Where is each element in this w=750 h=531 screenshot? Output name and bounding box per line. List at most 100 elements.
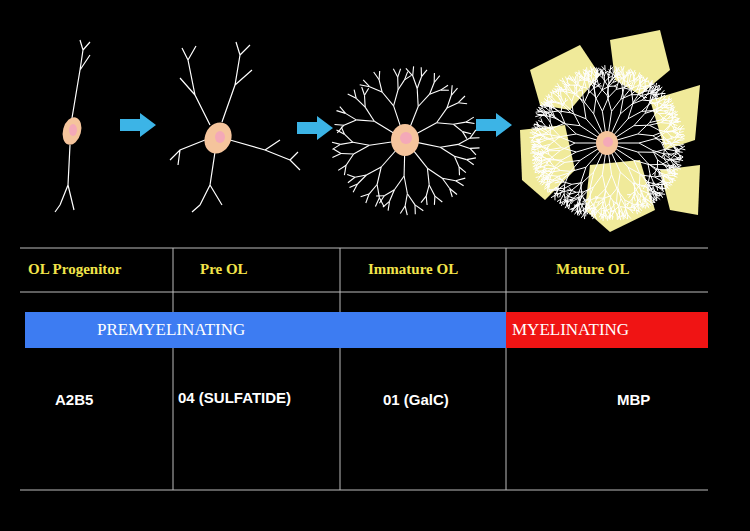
process-stroke <box>632 91 634 103</box>
process-stroke <box>536 147 542 150</box>
process-stroke <box>543 103 548 105</box>
process-stroke <box>661 95 665 97</box>
process-stroke <box>574 94 584 101</box>
process-stroke <box>658 193 661 196</box>
process-stroke <box>656 108 663 113</box>
process-stroke <box>586 88 595 97</box>
process-stroke <box>534 134 538 136</box>
process-stroke <box>670 158 676 160</box>
process-stroke <box>532 159 536 161</box>
process-stroke <box>532 146 536 147</box>
process-stroke <box>602 68 603 72</box>
process-stroke <box>670 142 676 144</box>
process-stroke <box>467 158 476 160</box>
process-stroke <box>660 182 665 184</box>
process-stroke <box>551 109 554 117</box>
process-stroke <box>579 195 582 203</box>
process-stroke <box>458 103 467 104</box>
process-stroke <box>628 83 632 91</box>
process-stroke <box>639 77 643 79</box>
process-stroke <box>602 175 606 191</box>
process-stroke <box>447 103 458 108</box>
process-stroke <box>458 144 470 148</box>
process-stroke <box>397 77 398 90</box>
process-stroke <box>539 115 543 119</box>
process-stroke <box>565 184 572 188</box>
process-stroke <box>581 183 582 195</box>
process-stroke <box>663 136 664 141</box>
process-stroke <box>332 154 341 158</box>
process-stroke <box>677 134 680 137</box>
process-stroke <box>649 123 660 126</box>
process-stroke <box>617 143 639 144</box>
process-stroke <box>640 205 644 207</box>
process-stroke <box>632 83 635 91</box>
process-stroke <box>341 142 353 144</box>
process-stroke <box>545 181 551 182</box>
process-stroke <box>675 119 678 122</box>
process-stroke <box>645 193 648 198</box>
process-stroke <box>394 176 404 190</box>
immature-ol-cell <box>332 66 480 215</box>
myelin-sheets <box>520 30 700 232</box>
process-stroke <box>670 170 674 173</box>
process-stroke <box>533 149 537 152</box>
process-stroke <box>454 156 459 167</box>
process-stroke <box>365 107 374 121</box>
process-stroke <box>544 128 553 129</box>
process-stroke <box>564 200 566 205</box>
process-stroke <box>406 68 413 76</box>
process-stroke <box>600 214 602 218</box>
process-stroke <box>451 88 457 95</box>
marker-name: 04 (SULFATIDE) <box>178 389 291 406</box>
process-stroke <box>618 190 625 200</box>
process-stroke <box>638 193 645 199</box>
process-stroke <box>658 169 667 170</box>
process-stroke <box>581 167 586 183</box>
process-stroke <box>622 85 623 97</box>
process-stroke <box>584 101 594 114</box>
process-stroke <box>565 85 570 86</box>
process-stroke <box>664 173 671 176</box>
process-stroke <box>558 173 569 177</box>
process-stroke <box>651 88 655 93</box>
process-stroke <box>661 120 669 121</box>
process-stroke <box>615 210 618 216</box>
process-stroke <box>671 136 672 140</box>
process-stroke <box>657 197 660 200</box>
process-stroke <box>619 70 622 74</box>
stage-heading: Immature OL <box>368 261 458 278</box>
process-stroke <box>575 203 579 207</box>
process-stroke <box>614 119 629 136</box>
process-stroke <box>535 154 539 157</box>
process-stroke <box>384 190 394 196</box>
process-stroke <box>558 190 563 192</box>
process-stroke <box>580 202 583 208</box>
table-lines <box>20 248 708 490</box>
process-stroke <box>677 156 681 159</box>
process-stroke <box>575 211 578 215</box>
process-stroke <box>550 98 554 102</box>
process-stroke <box>662 155 664 158</box>
process-stroke <box>426 196 428 205</box>
stage-heading: Pre OL <box>200 261 248 278</box>
marker-name: A2B5 <box>55 391 93 408</box>
process-stroke <box>414 205 415 214</box>
process-stroke <box>435 196 442 202</box>
band-label: PREMYELINATING <box>97 320 245 340</box>
process-stroke <box>536 121 538 125</box>
process-stroke <box>355 175 367 177</box>
process-stroke <box>453 122 465 124</box>
process-stroke <box>652 191 654 197</box>
process-stroke <box>332 144 340 149</box>
process-stroke <box>677 159 681 160</box>
stage-heading: OL Progenitor <box>28 261 121 278</box>
process-stroke <box>405 75 412 80</box>
process-stroke <box>426 185 429 196</box>
process-stroke <box>665 149 669 153</box>
process-stroke <box>551 195 555 197</box>
process-stroke <box>625 203 628 205</box>
process-stroke <box>582 89 584 101</box>
process-stroke <box>586 203 587 210</box>
